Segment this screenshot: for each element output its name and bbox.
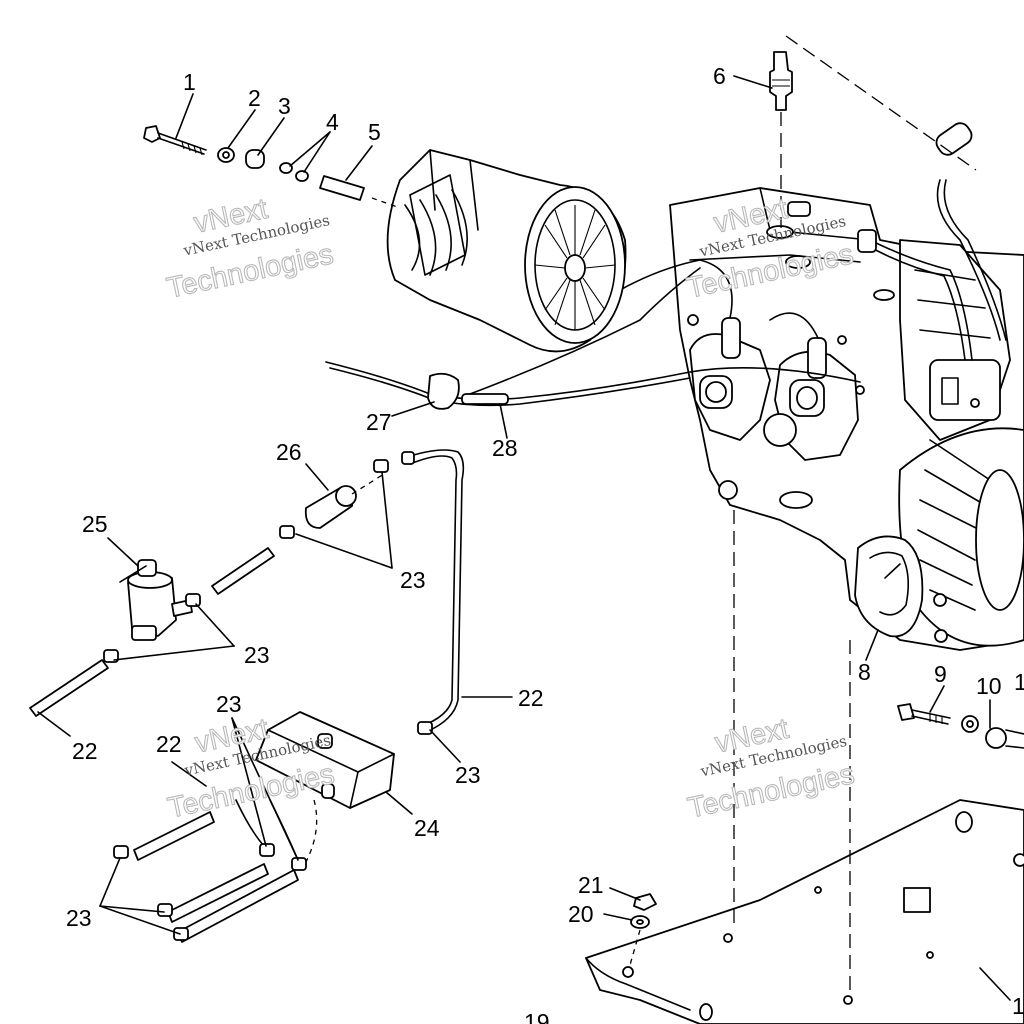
recoil-starter-handle [854, 535, 924, 638]
mount-hardware [629, 703, 1024, 966]
callout-26: 26 [276, 439, 302, 465]
callout-22-c: 22 [156, 731, 182, 757]
flywheel-fan [898, 427, 1024, 647]
callout-6: 6 [713, 63, 726, 89]
callout-edge: 1 [1012, 993, 1024, 1019]
callout-23-d: 23 [216, 691, 242, 717]
callout-23-c: 23 [455, 762, 481, 788]
callout-22-b: 22 [72, 738, 98, 764]
callout-11: 1 [1014, 669, 1024, 695]
spark-plug [769, 35, 977, 228]
callout-23-b: 23 [244, 642, 270, 668]
callout-21: 21 [578, 872, 604, 898]
callout-23-e: 23 [66, 905, 92, 931]
callout-9: 9 [934, 661, 947, 687]
callout-28: 28 [492, 435, 518, 461]
callout-24: 24 [414, 815, 440, 841]
fuel-pump [119, 559, 193, 641]
hose-clamps [103, 451, 433, 941]
callout-25: 25 [82, 511, 108, 537]
clutch-bolt-stack [143, 125, 401, 209]
watermark-1: vNext vNext Technologies Technologies [163, 192, 336, 305]
leader-lines [37, 75, 1011, 1001]
callout-4: 4 [326, 109, 339, 135]
callout-22-a: 22 [518, 685, 544, 711]
callout-20: 20 [568, 901, 594, 927]
callout-8: 8 [858, 659, 871, 685]
callout-1: 1 [183, 69, 196, 95]
callout-labels: 1 2 3 4 5 6 8 9 10 1 19 20 21 22 22 22 2… [66, 63, 1024, 1024]
throttle-cable [325, 267, 861, 410]
callout-10: 10 [976, 673, 1002, 699]
callout-5: 5 [368, 119, 381, 145]
fuel-filter [304, 473, 385, 529]
impulse-block [255, 711, 395, 809]
drive-clutch [386, 149, 627, 353]
skid-plate [585, 510, 1024, 1024]
callout-23-a: 23 [400, 567, 426, 593]
callout-19: 19 [524, 1009, 550, 1024]
callout-27: 27 [366, 409, 392, 435]
carburetors [619, 259, 859, 461]
watermark-4: vNext vNext Technologies Technologies [685, 712, 858, 825]
callout-2: 2 [248, 85, 261, 111]
callout-3: 3 [278, 93, 291, 119]
